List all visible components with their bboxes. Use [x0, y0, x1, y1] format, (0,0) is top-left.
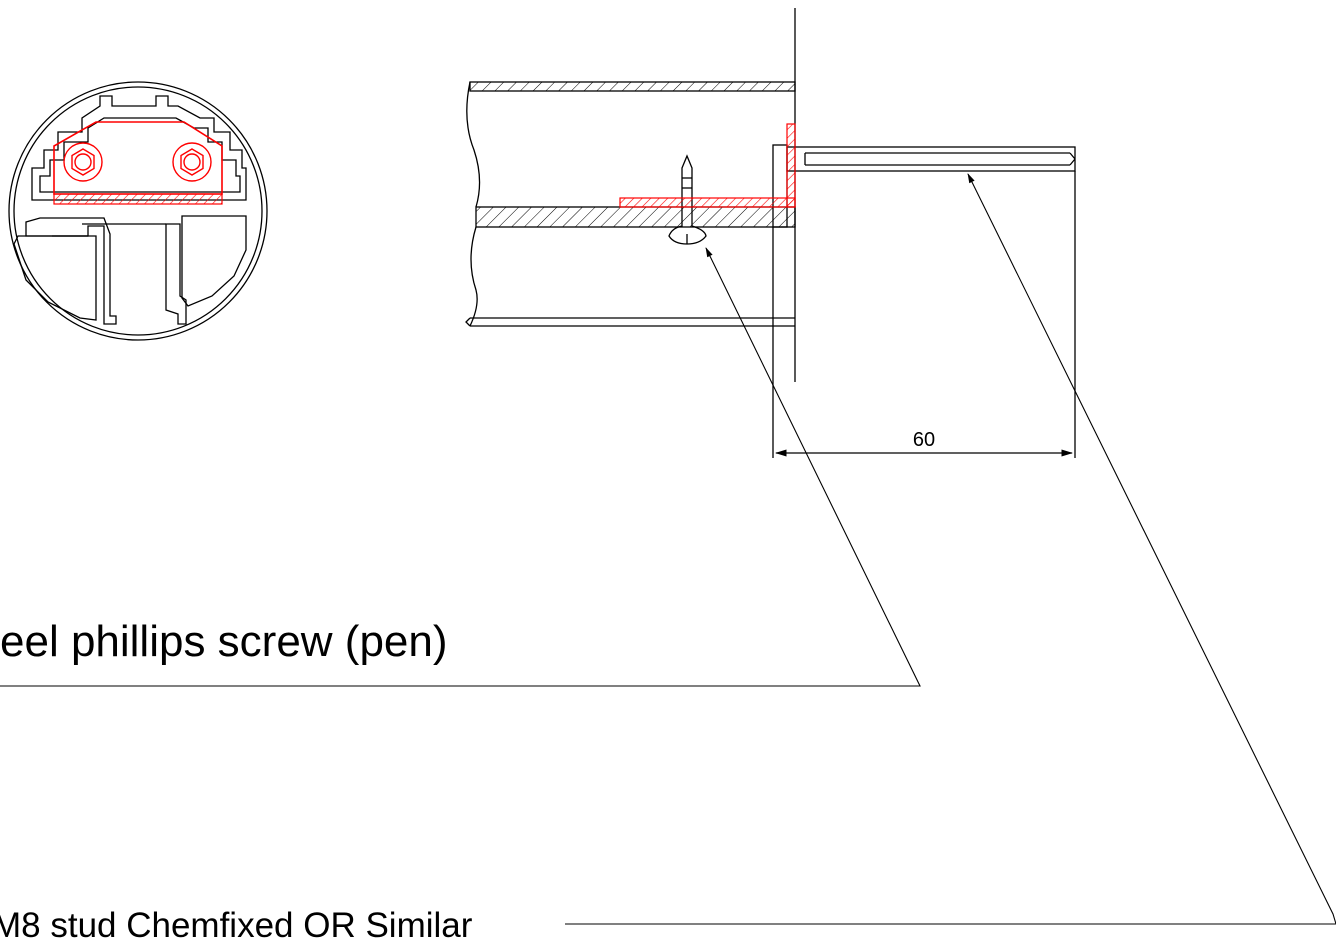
tube-top-wall: [469, 81, 796, 92]
handrail-outer-circle: [8, 81, 268, 341]
red-cleat-elevation: [619, 123, 796, 208]
red-cleat-section: [53, 121, 223, 205]
bolt-head-left-icon: [63, 142, 103, 182]
tube-middle-plate: [475, 206, 796, 228]
red-cleat-hatched-base: [53, 193, 223, 205]
handrail-inner-circle: [13, 86, 263, 336]
leaders: [0, 173, 1336, 925]
bolt-head-right-icon: [172, 142, 212, 182]
left-lower-profile: [25, 217, 117, 325]
handrail-cross-section: [8, 81, 268, 341]
middle-stem: [165, 223, 187, 325]
phillips-screw: [668, 154, 707, 245]
screw-callout-text: eel phillips screw (pen): [0, 617, 448, 666]
break-line: [466, 81, 481, 327]
threaded-stud: [786, 146, 1076, 172]
left-lower-inner: [13, 235, 97, 321]
right-lower-profile: [181, 215, 247, 307]
stud-callout-text: M8 stud Chemfixed OR Similar: [0, 906, 473, 942]
red-cleat-outline: [53, 121, 223, 195]
stud-leader: [565, 173, 1336, 925]
dimension-label: 60: [913, 429, 935, 451]
handrail-side-elevation: [465, 8, 1076, 458]
screw-leader: [0, 247, 921, 687]
